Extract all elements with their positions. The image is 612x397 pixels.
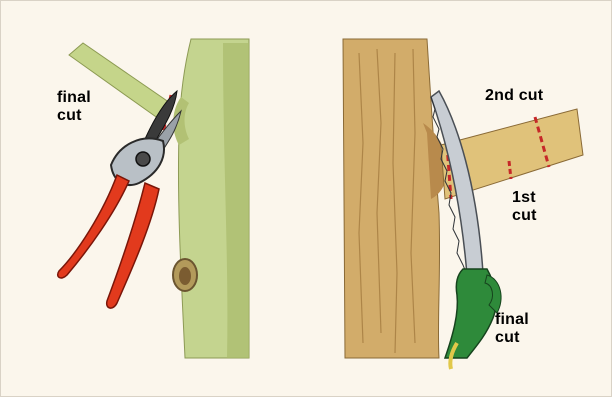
final-cut-label: final cut [57,89,91,125]
pruner-pivot-bolt [136,152,150,166]
final-cut-label: final cut [495,311,529,347]
second-cut-label: 2nd cut [485,87,543,105]
pruner-illustration [13,13,291,380]
first-cut-label: 1st cut [512,189,537,225]
pruner-handle-left [58,175,129,278]
tree-trunk [343,39,440,358]
saw-panel: 2nd cut 1st cut final cut [319,13,597,380]
saw-illustration [319,13,597,380]
pruner-panel: final cut [13,13,291,380]
